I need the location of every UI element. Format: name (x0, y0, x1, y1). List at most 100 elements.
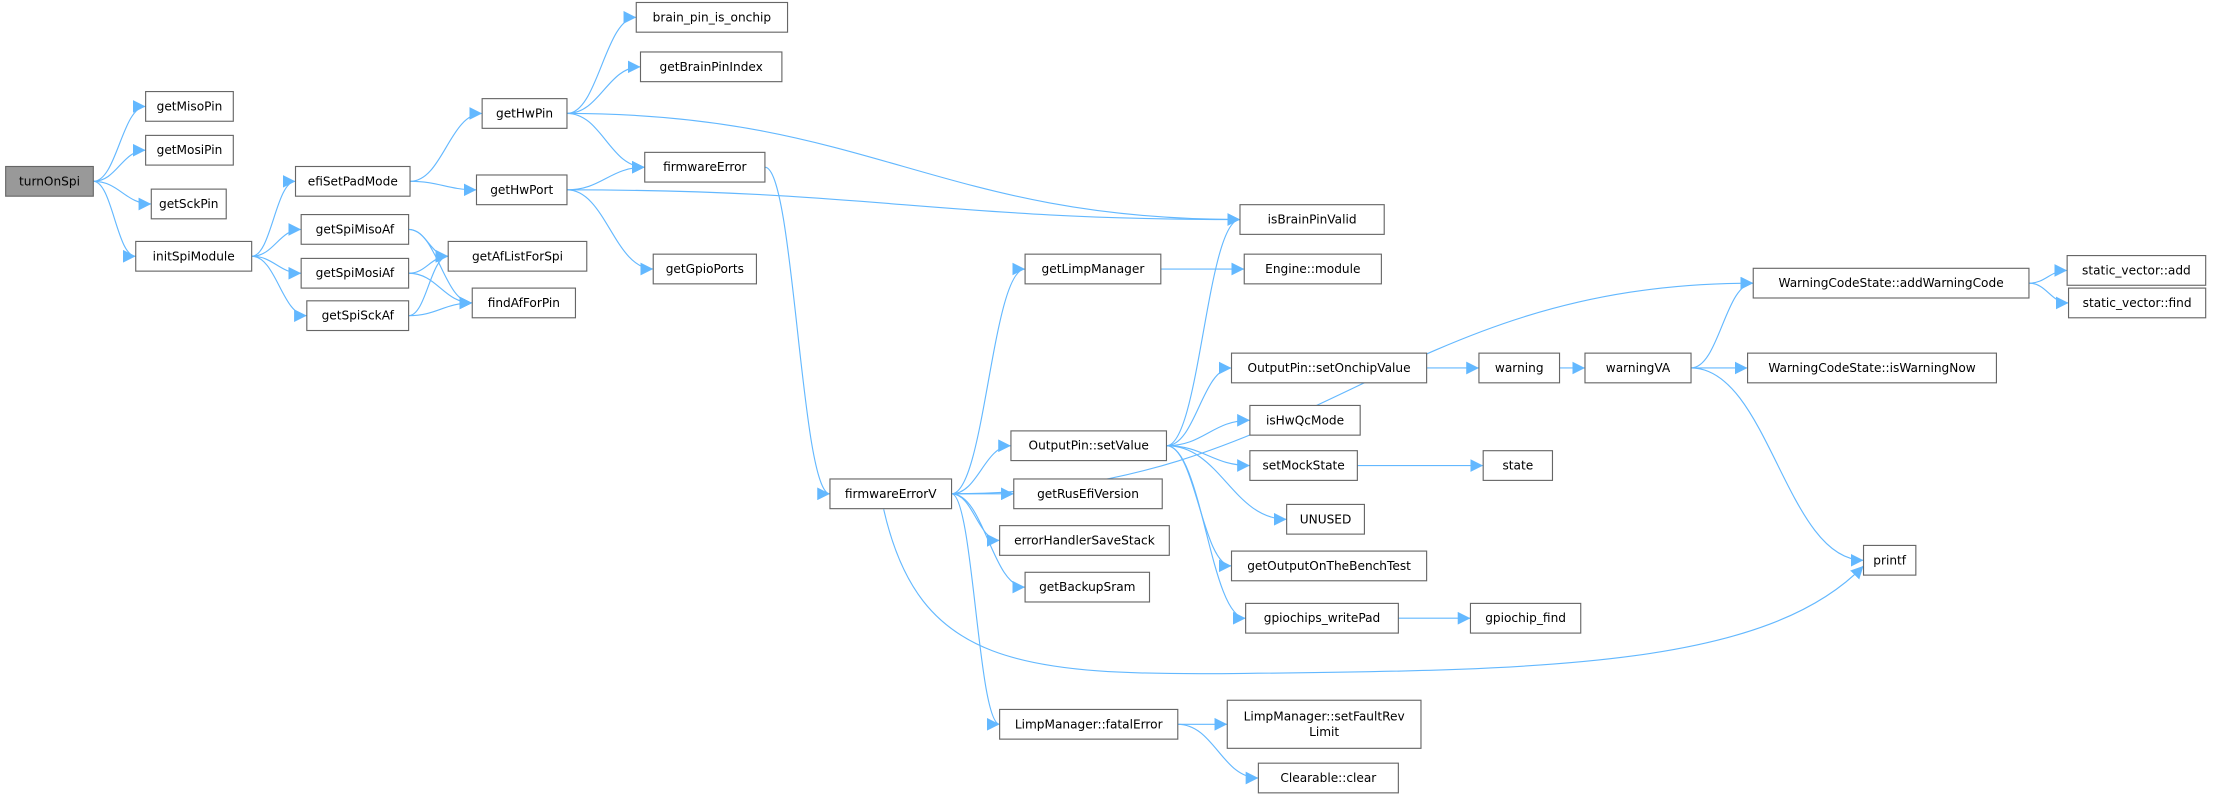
node-gpiochips-writePad[interactable]: gpiochips_writePad (1245, 602, 1399, 634)
edge-initSpiModule-to-getSpiSckAf (251, 255, 307, 322)
edge-turnOnSpi-to-initSpiModule (93, 180, 136, 263)
node-getRusEfiVersion[interactable]: getRusEfiVersion (1013, 478, 1163, 510)
node-label: getSpiMosiAf (316, 266, 395, 280)
node-errorHandlerSaveStack[interactable]: errorHandlerSaveStack (999, 525, 1170, 556)
edge-firmwareErrorV-to-LimpManager_fatalError (951, 493, 1000, 731)
edges (93, 11, 2069, 785)
node-label: getSckPin (159, 197, 218, 211)
node-getHwPin[interactable]: getHwPin (481, 98, 568, 129)
edge-getSpiSckAf-to-findAfForPin (408, 296, 473, 317)
node-box (1584, 352, 1692, 384)
edge-firmwareErrorV-to-printf (883, 509, 1864, 675)
node-box (1747, 352, 1997, 384)
node-label: getHwPort (490, 183, 553, 197)
node-box (306, 300, 410, 332)
node-initSpiModule[interactable]: initSpiModule (135, 240, 253, 272)
node-box (300, 257, 410, 289)
node-state[interactable]: state (1482, 450, 1554, 481)
edge-initSpiModule-to-getSpiMisoAf (251, 223, 302, 257)
node-box (1239, 204, 1385, 235)
node-brain-pin-is-onchip[interactable]: brain_pin_is_onchip (635, 1, 789, 33)
node-box (1249, 404, 1361, 436)
node-label: isBrainPinValid (1268, 213, 1357, 227)
edge-getHwPin-to-getBrainPinIndex (566, 60, 641, 115)
node-isBrainPinValid[interactable]: isBrainPinValid (1239, 204, 1385, 235)
node-box (294, 165, 411, 197)
edge-addWarningCode-to-sv_find (2028, 282, 2069, 310)
node-getBackupSram[interactable]: getBackupSram (1024, 571, 1151, 603)
edge-firmwareErrorV-to-getBackupSram (951, 493, 1026, 594)
node-isHwQcMode[interactable]: isHwQcMode (1249, 404, 1361, 436)
node-getAfListForSpi[interactable]: getAfListForSpi (447, 240, 588, 272)
node-findAfForPin[interactable]: findAfForPin (471, 287, 577, 319)
node-label: OutputPin::setOnchipValue (1248, 361, 1411, 375)
edge-OutputPin_setValue-to-OutputPin_setOnchipValue (1166, 361, 1232, 447)
node-box (5, 165, 94, 197)
edge-getSpiMosiAf-to-findAfForPin (408, 272, 473, 310)
node-box (644, 151, 766, 183)
node-label: getHwPin (496, 106, 553, 120)
edge-OutputPin_setValue-to-gpiochips_writePad (1166, 445, 1246, 625)
node-getSckPin[interactable]: getSckPin (150, 188, 227, 220)
edge-getSpiSckAf-to-getAfListForSpi (408, 249, 449, 317)
node-sv-find[interactable]: static_vector::find (2067, 287, 2207, 319)
edge-getHwPort-to-firmwareError (566, 160, 645, 191)
node-label: Engine::module (1265, 262, 1360, 276)
node-gpiochip-find[interactable]: gpiochip_find (1469, 602, 1582, 634)
node-turnOnSpi[interactable]: turnOnSpi (5, 165, 94, 197)
node-label: gpiochips_writePad (1264, 611, 1381, 625)
edge-OutputPin_setValue-to-UNUSED (1166, 445, 1287, 526)
node-box (475, 174, 568, 206)
node-label: warning (1495, 361, 1544, 375)
node-box (150, 188, 227, 220)
node-firmwareErrorV[interactable]: firmwareErrorV (829, 478, 953, 510)
node-getOutputOnTheBenchTest[interactable]: getOutputOnTheBenchTest (1230, 550, 1428, 582)
edge-addWarningCode-to-sv_add (2028, 264, 2068, 284)
node-UNUSED[interactable]: UNUSED (1286, 503, 1365, 535)
node-warningVA[interactable]: warningVA (1584, 352, 1692, 384)
edge-LimpManager_fatalError-to-Clearable_clear (1177, 723, 1259, 785)
node-box (471, 287, 577, 319)
edge-OutputPin_setValue-to-isBrainPinValid (1166, 213, 1241, 447)
node-label: printf (1873, 553, 1907, 567)
node-box (1752, 267, 2030, 299)
node-getMosiPin[interactable]: getMosiPin (145, 134, 234, 166)
node-Clearable-clear[interactable]: Clearable::clear (1257, 762, 1399, 794)
edge-firmwareErrorV-to-OutputPin_setValue (951, 439, 1011, 495)
node-label: getSpiMisoAf (316, 222, 395, 236)
node-addWarningCode[interactable]: WarningCodeState::addWarningCode (1752, 267, 2030, 299)
node-box (1226, 699, 1422, 749)
node-sv-add[interactable]: static_vector::add (2066, 255, 2207, 286)
node-isWarningNow[interactable]: WarningCodeState::isWarningNow (1747, 352, 1997, 384)
node-Engine-module[interactable]: Engine::module (1243, 253, 1382, 285)
node-box (1243, 253, 1382, 285)
node-label: efiSetPadMode (308, 174, 398, 188)
node-box (481, 98, 568, 129)
node-firmwareError[interactable]: firmwareError (644, 151, 766, 183)
node-getGpioPorts[interactable]: getGpioPorts (652, 253, 758, 285)
node-label: findAfForPin (488, 296, 560, 310)
node-OutputPin-setValue[interactable]: OutputPin::setValue (1010, 430, 1168, 462)
node-box (999, 708, 1179, 740)
node-box (1230, 550, 1428, 582)
node-box (635, 1, 789, 33)
node-label: getMosiPin (157, 143, 223, 157)
node-getBrainPinIndex[interactable]: getBrainPinIndex (639, 51, 783, 83)
node-efiSetPadMode[interactable]: efiSetPadMode (294, 165, 411, 197)
node-label: getMisoPin (157, 99, 223, 113)
node-box (652, 253, 758, 285)
node-getMisoPin[interactable]: getMisoPin (145, 90, 234, 122)
node-box (447, 240, 588, 272)
node-label: gpiochip_find (1485, 611, 1566, 625)
node-getLimpManager[interactable]: getLimpManager (1024, 253, 1162, 285)
node-getSpiMosiAf[interactable]: getSpiMosiAf (300, 257, 410, 289)
node-getHwPort[interactable]: getHwPort (475, 174, 568, 206)
node-getSpiMisoAf[interactable]: getSpiMisoAf (300, 214, 410, 245)
node-setMockState[interactable]: setMockState (1249, 450, 1358, 481)
node-warning[interactable]: warning (1478, 352, 1561, 384)
node-OutputPin-setOnchipValue[interactable]: OutputPin::setOnchipValue (1230, 352, 1428, 384)
node-getSpiSckAf[interactable]: getSpiSckAf (306, 300, 410, 332)
node-printf[interactable]: printf (1862, 544, 1917, 576)
node-LimpManager-fatalError[interactable]: LimpManager::fatalError (999, 708, 1179, 740)
